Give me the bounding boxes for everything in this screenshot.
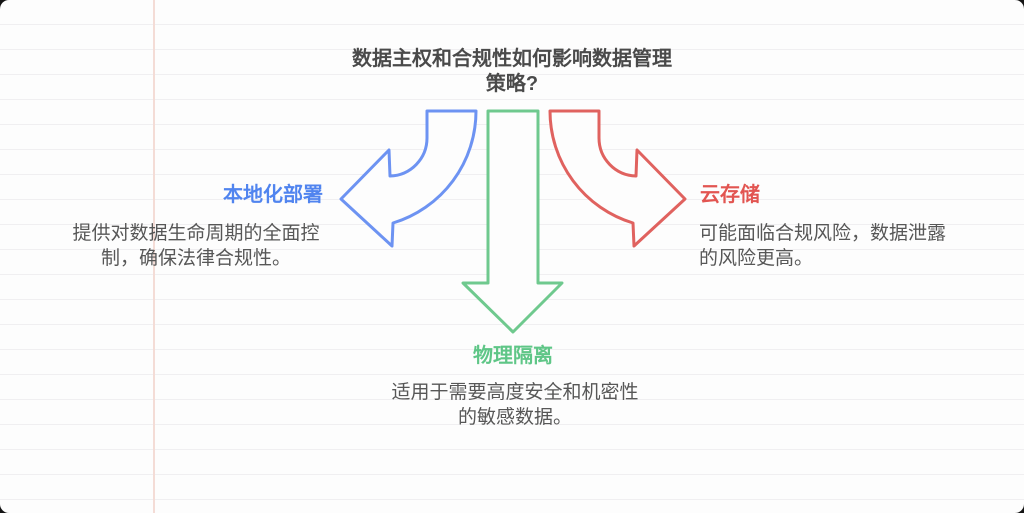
curved-arrow-left-icon	[339, 109, 478, 248]
straight-arrow-down-icon	[461, 109, 564, 334]
branch-label-local-deployment: 本地化部署	[223, 184, 323, 206]
diagram-title: 数据主权和合规性如何影响数据管理 策略?	[352, 48, 672, 95]
curved-arrow-right-icon	[548, 109, 687, 248]
branch-label-cloud-storage: 云存储	[700, 184, 760, 206]
branch-label-physical-isolation: 物理隔离	[473, 345, 553, 367]
margin-line	[153, 0, 155, 513]
branch-description-cloud-storage: 可能面临合规风险，数据泄露 的风险更高。	[699, 223, 947, 269]
branch-description-physical-isolation: 适用于需要高度安全和机密性 的敏感数据。	[391, 382, 639, 428]
branch-description-local-deployment: 提供对数据生命周期的全面控 制，确保法律合规性。	[72, 223, 320, 269]
